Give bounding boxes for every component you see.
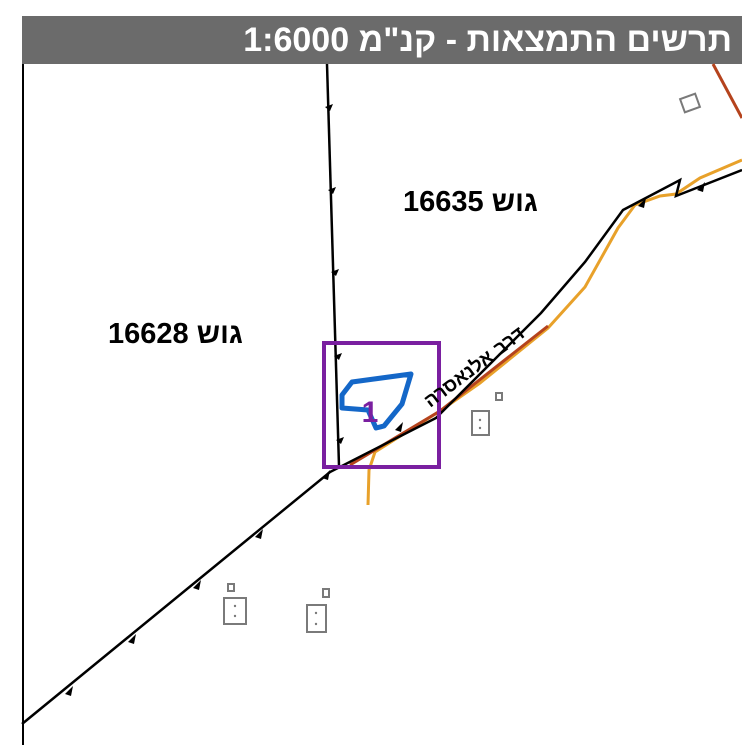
road-edge-brown-top-right [711, 63, 742, 119]
buildings [223, 92, 702, 633]
road-label: דרב אלנאסרה [420, 323, 528, 412]
building [227, 583, 235, 592]
map-area[interactable] [22, 64, 742, 745]
plot-outline [339, 371, 414, 431]
block-label-16635: גוש 16635 [403, 186, 538, 218]
plot-number: 1 [362, 396, 379, 429]
boundary-line-main [21, 168, 742, 725]
building [678, 92, 702, 114]
building [471, 410, 490, 436]
boundary-line-vertical [325, 63, 341, 467]
map-title: תרשים התמצאות - קנ"מ 1:6000 [243, 20, 732, 59]
building-dots [233, 418, 482, 626]
boundary-ticks [65, 104, 705, 696]
building [223, 597, 247, 625]
building [306, 604, 327, 633]
building [495, 392, 503, 401]
block-label-16628: גוש 16628 [108, 318, 243, 350]
plot-locator-frame [322, 341, 441, 469]
building [322, 588, 330, 598]
title-bar: תרשים התמצאות - קנ"מ 1:6000 [22, 16, 742, 64]
